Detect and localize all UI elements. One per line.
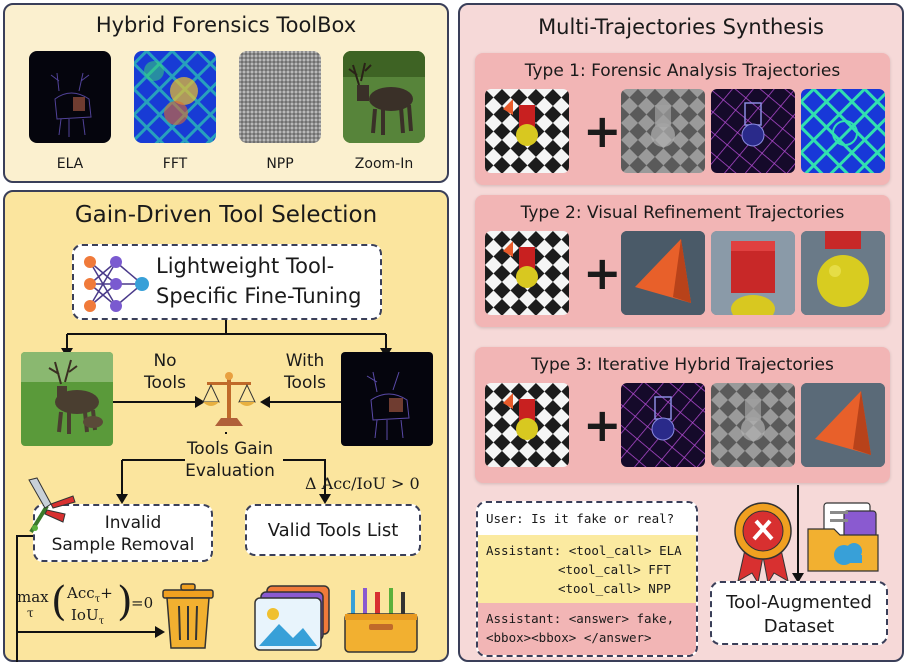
award-badge-icon bbox=[734, 502, 792, 585]
tool-label-fft: FFT bbox=[162, 156, 188, 172]
zoom-cube-image bbox=[711, 231, 795, 315]
chat-assistant-call1: Assistant: <tool_call> ELA bbox=[486, 543, 682, 558]
reindeer-image bbox=[21, 352, 113, 446]
no-tools-label: No Tools bbox=[144, 351, 186, 393]
toolbox-icon bbox=[344, 588, 418, 653]
fft-output-image bbox=[801, 89, 885, 173]
with-tools-label: With Tools bbox=[284, 351, 326, 393]
synthetic-scene-image bbox=[485, 231, 569, 315]
gain-title: Gain-Driven Tool Selection bbox=[74, 202, 378, 228]
plus-sign: + bbox=[583, 104, 622, 158]
chat-example-box: User: Is it fake or real? Assistant: <to… bbox=[476, 501, 698, 657]
plus-sign: + bbox=[583, 398, 622, 452]
image-gallery-icon bbox=[254, 585, 330, 651]
valid-tools-label: Valid Tools List bbox=[267, 520, 399, 541]
trash-bin-icon bbox=[162, 583, 214, 649]
chat-answer-line1: Assistant: <answer> fake, bbox=[486, 611, 675, 626]
chat-answer-line2: <bbox><bbox> </answer> bbox=[486, 630, 652, 645]
delta-condition: Δ Acc/IoU > 0 bbox=[305, 474, 420, 493]
chat-assistant-call3: <tool_call> NPP bbox=[558, 581, 671, 596]
pruning-shears-icon bbox=[28, 477, 76, 534]
npp-noise-icon bbox=[239, 51, 321, 143]
type1-title: Type 1: Forensic Analysis Trajectories bbox=[524, 61, 841, 81]
dataset-label: Tool-Augmented Dataset bbox=[726, 592, 872, 637]
type3-row: Type 3: Iterative Hybrid Trajectories + bbox=[475, 347, 890, 483]
zoom-cone-image bbox=[801, 383, 885, 467]
multi-trajectories-panel: Multi-Trajectories Synthesis Type 1: For… bbox=[458, 3, 904, 662]
chat-user-line: User: Is it fake or real? bbox=[486, 511, 675, 526]
fft-spectrum-icon bbox=[134, 51, 216, 143]
ela-output-image bbox=[711, 89, 795, 173]
npp-output-image bbox=[621, 89, 705, 173]
zoom-cone-image bbox=[621, 231, 705, 315]
max-formula: max τ ( Accτ+ IoUτ ) =0 bbox=[17, 579, 154, 627]
type1-row: Type 1: Forensic Analysis Trajectories + bbox=[475, 53, 890, 185]
balance-scale-icon bbox=[202, 372, 256, 426]
synthetic-scene-image bbox=[485, 383, 569, 467]
ela-output-image bbox=[341, 352, 433, 446]
tools-gain-evaluation: Tools Gain Evaluation bbox=[185, 439, 275, 481]
type3-title: Type 3: Iterative Hybrid Trajectories bbox=[531, 355, 834, 375]
synthetic-scene-image bbox=[485, 89, 569, 173]
toolbox-title: Hybrid Forensics ToolBox bbox=[95, 13, 357, 37]
tool-label-zoom-in: Zoom-In bbox=[354, 156, 414, 172]
gain-panel: Gain-Driven Tool Selection bbox=[3, 190, 449, 662]
invalid-removal-label: Invalid Sample Removal bbox=[51, 513, 195, 555]
tool-label-npp: NPP bbox=[266, 156, 294, 172]
npp-output-image bbox=[711, 383, 795, 467]
chat-assistant-call2: <tool_call> FFT bbox=[558, 562, 671, 577]
tool-label-ela: ELA bbox=[56, 156, 84, 172]
tool-augmented-dataset-box: Tool-Augmented Dataset bbox=[710, 581, 888, 645]
zoom-sphere-image bbox=[801, 231, 885, 315]
reindeer-zoom-icon bbox=[343, 51, 425, 143]
valid-tools-list-box: Valid Tools List bbox=[245, 504, 421, 556]
type2-title: Type 2: Visual Refinement Trajectories bbox=[520, 203, 845, 223]
finetuning-box: Lightweight Tool- Specific Fine-Tuning bbox=[72, 244, 382, 320]
ela-output-image bbox=[621, 383, 705, 467]
gain-flow-arrows bbox=[16, 320, 392, 662]
finetuning-line2: Specific Fine-Tuning bbox=[156, 284, 362, 308]
multi-title: Multi-Trajectories Synthesis bbox=[538, 15, 824, 39]
neural-network-icon bbox=[84, 256, 149, 312]
finetuning-line1: Lightweight Tool- bbox=[156, 254, 335, 278]
toolbox-panel: Hybrid Forensics ToolBox bbox=[3, 3, 449, 183]
ela-map-icon bbox=[29, 51, 111, 143]
type2-row: Type 2: Visual Refinement Trajectories + bbox=[475, 195, 890, 327]
plus-sign: + bbox=[583, 246, 622, 300]
data-folder-icon bbox=[807, 502, 879, 572]
